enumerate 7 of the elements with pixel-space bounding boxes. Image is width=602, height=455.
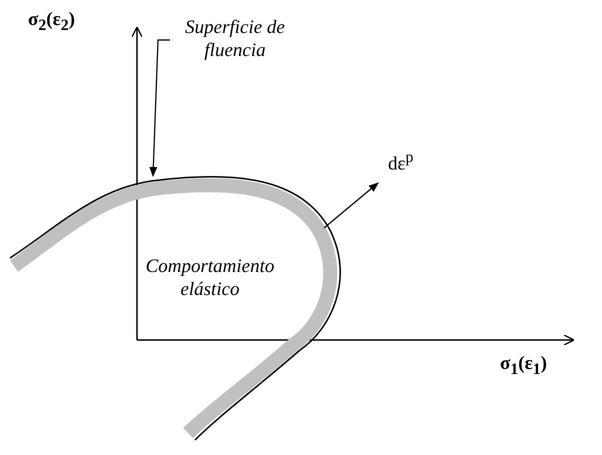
annotation-text: Superficie de fluencia	[165, 16, 305, 62]
axis-label: σ$_{2}$(ε$_{2}$)	[28, 8, 76, 36]
leader-line	[149, 39, 170, 177]
yield-surface-curve	[10, 176, 341, 441]
vector-label: dε$^{p}$	[388, 148, 414, 176]
region-label: Comportamiento elástico	[144, 255, 276, 301]
axis-label: σ$_{1}$(ε$_{1}$)	[500, 352, 548, 380]
